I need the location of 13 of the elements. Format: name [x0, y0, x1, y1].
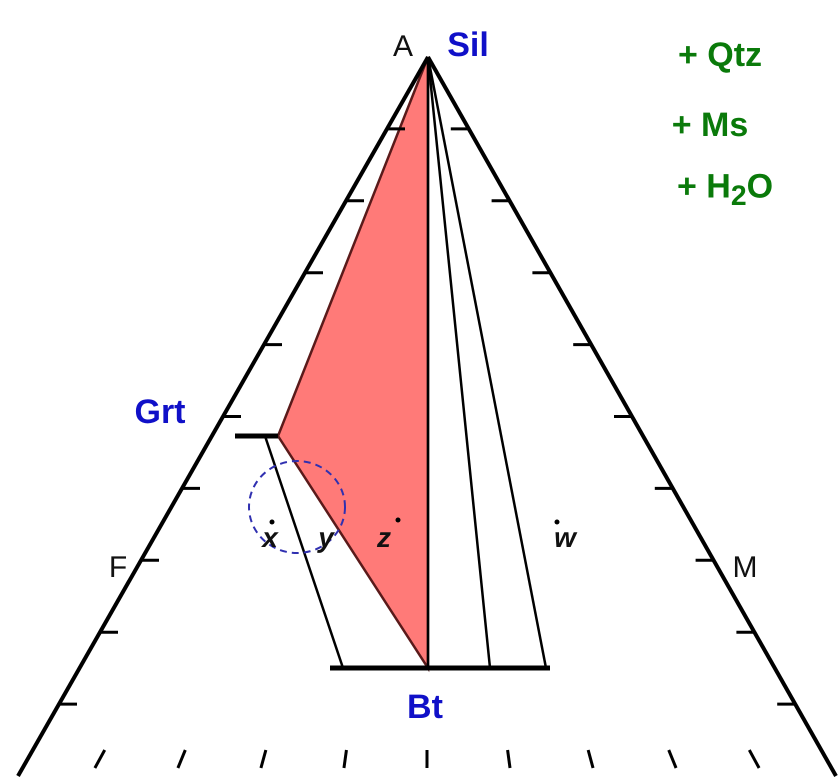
mineral-label: Bt — [407, 690, 443, 724]
composition-label: z — [377, 524, 391, 552]
phase-label: + Qtz — [678, 38, 762, 72]
vertex-label: A — [393, 32, 413, 62]
composition-label: w — [554, 524, 576, 552]
composition-label: y — [318, 524, 334, 552]
vertex-label: M — [732, 553, 758, 583]
vertex-label: F — [108, 553, 128, 583]
phase-label: + H$_{2}$O — [676, 169, 774, 211]
mineral-label: Sil — [447, 28, 489, 62]
composition-label: x — [262, 524, 278, 552]
mineral-label: Grt — [134, 395, 186, 429]
phase-label: + Ms — [672, 108, 748, 142]
